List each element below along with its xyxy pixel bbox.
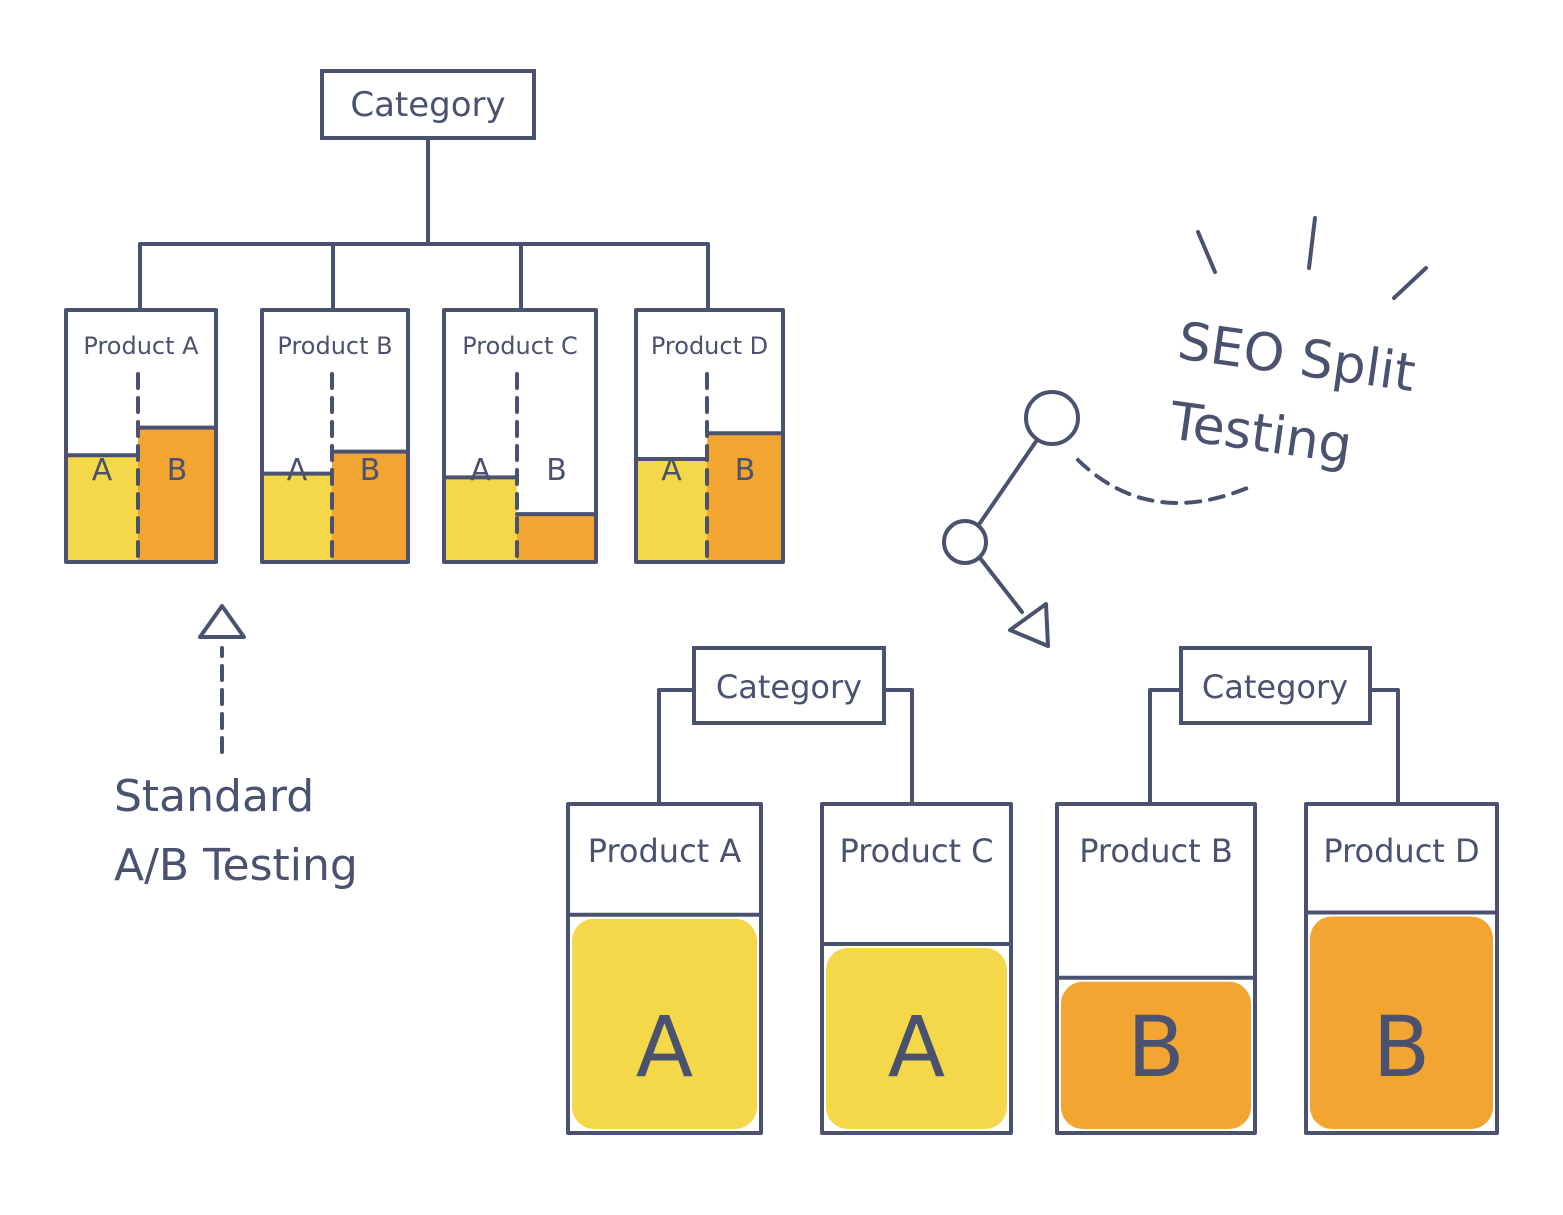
variant-a-letter: A	[287, 453, 308, 488]
variant-a-letter: A	[470, 453, 491, 488]
standard-product-label: Product A	[83, 332, 199, 360]
seo-product-card: Product D B	[1304, 802, 1499, 1135]
seo-group-a-tree: Category	[657, 646, 914, 806]
standard-pointer-arrow	[198, 604, 246, 754]
seo-title-group: SEO Split Testing	[1165, 216, 1428, 476]
seo-product-label: Product C	[839, 832, 993, 870]
standard-product-card: Product A A B	[64, 308, 218, 564]
standard-product-box	[64, 308, 218, 564]
standard-caption-line2: A/B Testing	[114, 840, 358, 891]
variant-a-letter: A	[661, 453, 682, 488]
variant-fill-block	[1310, 916, 1493, 1129]
seo-product-box	[566, 802, 763, 1135]
standard-product-label: Product D	[651, 332, 768, 360]
variant-fill-block	[826, 948, 1007, 1129]
seo-product-label: Product B	[1079, 832, 1233, 870]
standard-category-label: Category	[350, 85, 505, 125]
seo-product-box	[1304, 802, 1499, 1135]
seo-product-card: Product C A	[820, 802, 1013, 1135]
standard-product-card: Product B A B	[260, 308, 410, 564]
node-link-line	[978, 556, 1024, 614]
seo-group-a-category-box	[692, 646, 886, 725]
seo-product-label: Product A	[588, 832, 742, 870]
dashed-curve-line	[1076, 458, 1254, 505]
variant-b-letter: B	[735, 453, 756, 488]
arrow-head-up-icon	[198, 604, 246, 639]
variant-letter: A	[636, 998, 693, 1096]
variant-a-bar	[446, 477, 517, 562]
variant-a-bar	[638, 458, 707, 562]
standard-product-box	[634, 308, 785, 564]
variant-b-letter: B	[360, 453, 381, 488]
emphasis-lines-icon	[1196, 216, 1428, 300]
variant-b-bar	[138, 427, 214, 562]
seo-group-b-connectors	[1148, 688, 1400, 806]
seo-product-card: Product B B	[1055, 802, 1257, 1135]
seo-product-card: Product A A	[566, 802, 763, 1135]
variant-fill-block	[572, 918, 757, 1129]
seo-product-box	[820, 802, 1013, 1135]
standard-product-card: Product D A B	[634, 308, 785, 564]
standard-product-label: Product C	[462, 332, 578, 360]
variant-b-bar	[707, 433, 781, 562]
variant-a-letter: A	[92, 453, 113, 488]
variant-letter: A	[888, 998, 945, 1096]
node-link-line	[978, 438, 1039, 525]
seo-title-line1: SEO Split	[1174, 311, 1419, 404]
standard-product-box	[442, 308, 598, 564]
standard-product-label: Product B	[277, 332, 392, 360]
variant-b-bar	[332, 451, 406, 562]
seo-products: Product A A Product C A Product B B Product D B	[566, 802, 1499, 1135]
variant-b-bar	[517, 514, 594, 562]
seo-group-a-category-label: Category	[716, 668, 862, 706]
standard-product-box	[260, 308, 410, 564]
standard-caption-line1: Standard	[114, 771, 314, 822]
variant-letter: B	[1127, 998, 1185, 1096]
seo-group-b-category-box	[1179, 646, 1372, 725]
arrow-head-down-icon	[1008, 602, 1050, 648]
seo-title-line2: Testing	[1165, 391, 1355, 476]
variant-b-letter: B	[546, 453, 567, 488]
node-circle-icon	[1024, 390, 1080, 446]
seo-group-b-category-label: Category	[1202, 668, 1348, 706]
seo-group-a-connectors	[657, 688, 914, 806]
seo-product-label: Product D	[1323, 832, 1479, 870]
variant-a-bar	[264, 473, 332, 562]
variant-fill-block	[1061, 981, 1251, 1129]
variant-b-letter: B	[167, 453, 188, 488]
standard-product-card: Product C A B	[442, 308, 598, 564]
seo-product-box	[1055, 802, 1257, 1135]
seo-group-b-tree: Category	[1148, 646, 1400, 806]
variant-a-bar	[68, 455, 138, 562]
node-circle-icon	[942, 519, 988, 565]
variant-letter: B	[1373, 998, 1431, 1096]
seo-pointer-arrow	[942, 390, 1254, 648]
standard-tree-connectors	[138, 136, 710, 312]
